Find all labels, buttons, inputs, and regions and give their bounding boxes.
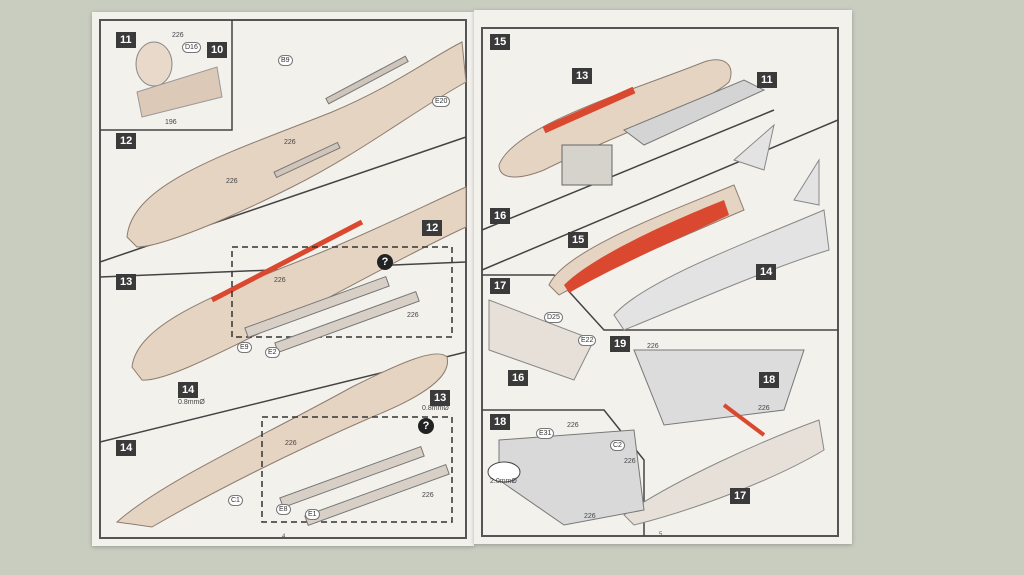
question-mark-icon: ? (418, 418, 434, 434)
part-tag: E1 (305, 509, 320, 520)
hole-drill-note: 0.8mmØ (178, 399, 205, 406)
part-number: 226 (407, 312, 419, 319)
part-number: 226 (567, 422, 579, 429)
page-folio: 5 (659, 532, 663, 538)
step-reference: 14 (756, 264, 777, 280)
step-reference: 10 (207, 42, 228, 58)
part-tag: E2 (265, 347, 280, 358)
part-tag: E22 (578, 335, 597, 346)
step-number: 19 (610, 336, 631, 352)
step-reference: 14 (178, 382, 199, 398)
part-number: 196 (165, 119, 177, 126)
step-number: 14 (116, 440, 137, 456)
part-tag: B9 (278, 55, 293, 66)
part-number: 226 (172, 32, 184, 39)
part-tag: E9 (237, 342, 252, 353)
question-mark-icon: ? (377, 254, 393, 270)
step-reference: 13 (572, 68, 593, 84)
step-number: 18 (490, 414, 511, 430)
step-reference: 16 (508, 370, 529, 386)
part-number: 226 (284, 139, 296, 146)
step-number: 13 (116, 274, 137, 290)
part-tag: E20 (432, 96, 451, 107)
part-number: 226 (758, 405, 770, 412)
right-page: 15 13 11 16 15 14 17 16 19 18 18 17 D25 … (474, 10, 852, 544)
part-number: 226 (285, 440, 297, 447)
step-number: 12 (116, 133, 137, 149)
step-reference: 17 (730, 488, 751, 504)
left-page: 11 10 12 12 13 13 14 14 226 D16 196 B9 E… (92, 12, 474, 546)
step-number: 17 (490, 278, 511, 294)
page-folio: 4 (282, 534, 286, 540)
part-number: 226 (226, 178, 238, 185)
part-tag: E8 (276, 504, 291, 515)
part-tag: C2 (610, 440, 625, 451)
part-tag: D16 (182, 42, 201, 53)
right-page-drawing (481, 27, 839, 537)
left-page-drawing (99, 19, 467, 539)
part-number: 226 (647, 343, 659, 350)
part-number: 226 (422, 492, 434, 499)
hole-drill-note: 2.0mmØ (490, 478, 517, 485)
step-number: 11 (116, 32, 136, 48)
step-reference: 18 (759, 372, 780, 388)
part-number: 226 (624, 458, 636, 465)
hole-drill-note: 0.8mmØ (422, 405, 449, 412)
part-tag: C1 (228, 495, 243, 506)
step-number: 15 (490, 34, 511, 50)
step-reference: 15 (568, 232, 589, 248)
step-reference: 11 (757, 72, 777, 88)
step-reference: 13 (430, 390, 451, 406)
step-reference: 12 (422, 220, 443, 236)
part-tag: D25 (544, 312, 563, 323)
part-tag: E31 (536, 428, 555, 439)
part-number: 226 (274, 277, 286, 284)
part-number: 226 (584, 513, 596, 520)
step-number: 16 (490, 208, 511, 224)
